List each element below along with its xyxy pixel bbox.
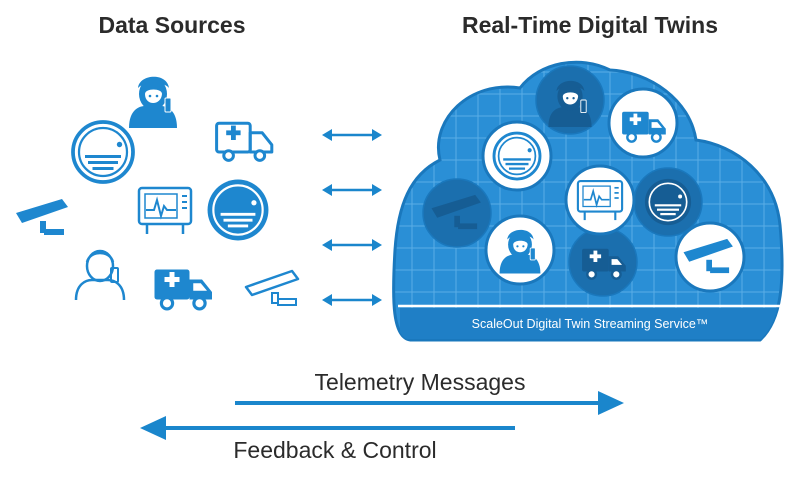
heart-monitor-icon bbox=[137, 186, 193, 236]
bidirectional-arrow bbox=[322, 129, 382, 141]
telemetry-arrow bbox=[235, 391, 624, 415]
smoke-detector-icon bbox=[206, 178, 270, 242]
service-label: ScaleOut Digital Twin Streaming Service™ bbox=[472, 317, 709, 331]
ambulance-icon bbox=[152, 267, 214, 311]
person-icon bbox=[74, 249, 126, 302]
twin-camera-faded bbox=[422, 178, 492, 248]
twin-person-faded bbox=[535, 65, 605, 135]
security-camera-icon bbox=[244, 269, 300, 307]
twin-person bbox=[484, 214, 556, 286]
data-sources-heading: Data Sources bbox=[98, 12, 245, 38]
bidirectional-arrow bbox=[322, 239, 382, 251]
twin-smoke-faded bbox=[633, 167, 703, 237]
twin-smoke-detector bbox=[481, 120, 553, 192]
twin-security-camera bbox=[674, 221, 746, 293]
bidirectional-arrow bbox=[322, 184, 382, 196]
twin-ambulance bbox=[607, 87, 679, 159]
twin-ambulance-faded bbox=[568, 227, 638, 297]
person-icon bbox=[128, 76, 178, 129]
feedback-arrow bbox=[140, 416, 515, 440]
ambulance-icon bbox=[215, 121, 274, 162]
smoke-detector-icon bbox=[71, 120, 135, 184]
service-band bbox=[400, 308, 778, 339]
security-camera-icon bbox=[16, 199, 68, 235]
digital-twins-heading: Real-Time Digital Twins bbox=[462, 12, 718, 38]
feedback-label: Feedback & Control bbox=[233, 437, 436, 463]
twin-heart-monitor bbox=[564, 164, 636, 236]
bidirectional-arrow bbox=[322, 294, 382, 306]
telemetry-label: Telemetry Messages bbox=[315, 369, 526, 395]
